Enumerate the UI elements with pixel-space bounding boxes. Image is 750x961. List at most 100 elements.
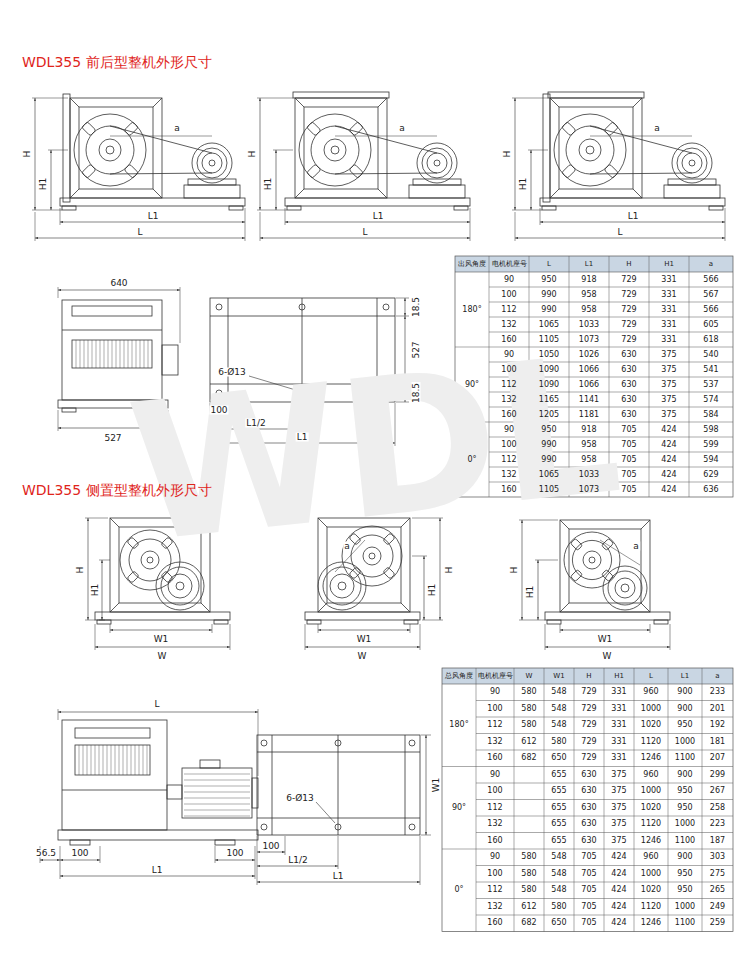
table-cell: 537 [703,381,718,389]
extension-line [212,624,213,633]
motor-fin [184,792,250,793]
table-cell: 207 [710,754,725,762]
dimension-label: L1 [147,212,160,221]
table-rule [476,816,733,817]
outline [550,98,559,107]
belt [335,173,437,174]
impeller [120,530,180,590]
table-header: H1 [664,261,674,268]
wheel-slat [99,745,100,775]
table-cell: 267 [710,787,725,795]
base-foot [547,620,561,624]
table-cell: 655 [551,820,566,828]
outline [550,189,559,198]
extension-line [32,98,68,99]
fan-housing [550,98,642,198]
mounting-hole [335,740,341,746]
table-rule [455,422,733,423]
table-cell: 705 [581,853,596,861]
fan-housing [62,300,162,400]
table-cell: 990 [541,291,556,299]
table-cell: 1000 [675,738,695,746]
table-cell: 1020 [641,886,661,894]
table-cell: 1090 [539,366,559,374]
table-cell: 100 [501,291,516,299]
table-cell: 90 [504,276,514,284]
table-cell: 375 [611,837,626,845]
base-foot [454,206,468,210]
table-cell: 1000 [675,820,695,828]
dimension-line [405,384,406,402]
leader-line [316,802,335,823]
dimension-line [60,876,255,877]
table-cell: 650 [551,919,566,927]
table-cell: 132 [487,820,502,828]
motor-end [422,148,452,178]
wheel-slat [139,745,140,775]
outline [272,735,273,835]
motor-pulley [168,574,192,598]
table-cell: 950 [677,721,692,729]
extension-line [257,836,258,885]
dimension-line [405,316,406,384]
table-cell: 1100 [675,919,695,927]
motor-fin [184,816,250,817]
extension-line [412,556,427,557]
extension-line [535,560,558,561]
dimension-line [35,98,36,210]
outline [62,330,162,331]
extension-line [560,624,561,633]
outline [228,298,229,402]
table-cell: 729 [621,336,636,344]
extension-line [540,208,541,225]
dimension-label: H1 [39,177,48,192]
table-border [442,668,733,932]
dimension-label: L [153,700,160,709]
base-frame [305,612,420,620]
motor [672,143,712,183]
wheel-slat [123,745,124,775]
table-cell: 132 [501,321,516,329]
table-cell: 375 [611,804,626,812]
wheel-slat [91,745,92,775]
dimension-label: H1 [428,583,437,598]
table-cell: 1033 [579,321,599,329]
impeller-blade [570,570,582,582]
motor-shaft [621,584,629,592]
table-cell: 729 [581,721,596,729]
motor-end [161,567,199,605]
table-cell: 375 [661,351,676,359]
outline [405,735,406,835]
table-cell: 181 [710,738,725,746]
table-cell: 705 [581,903,596,911]
table-cell: 112 [501,456,516,464]
table-cell: 574 [703,396,718,404]
extension-line [512,98,548,99]
table-cell: 112 [487,721,502,729]
dimension-line [60,222,245,223]
table-cell: 375 [661,381,676,389]
outline [70,98,79,107]
table-cell: 580 [521,886,536,894]
dimension-line [210,416,228,417]
table-header: L [649,673,653,680]
impeller-blade [161,571,173,583]
dimension-label: W1 [153,635,170,644]
table-rule [476,799,733,800]
table-rule [489,302,733,303]
table-rule [476,915,733,916]
center-distance-line [590,136,692,137]
extension-line [519,520,558,521]
impeller-blade [307,164,321,178]
dimension-label: W1 [597,635,614,644]
wheel-slat [83,745,84,775]
dimension-label: 527 [103,434,122,443]
impeller-blade [82,122,96,136]
table-rule [489,482,733,483]
table-cell: 331 [611,721,626,729]
table-cell: 424 [611,903,626,911]
base-plan [210,298,395,402]
table-cell: 598 [703,426,718,434]
impeller-blade [82,164,96,178]
outline [338,735,339,835]
